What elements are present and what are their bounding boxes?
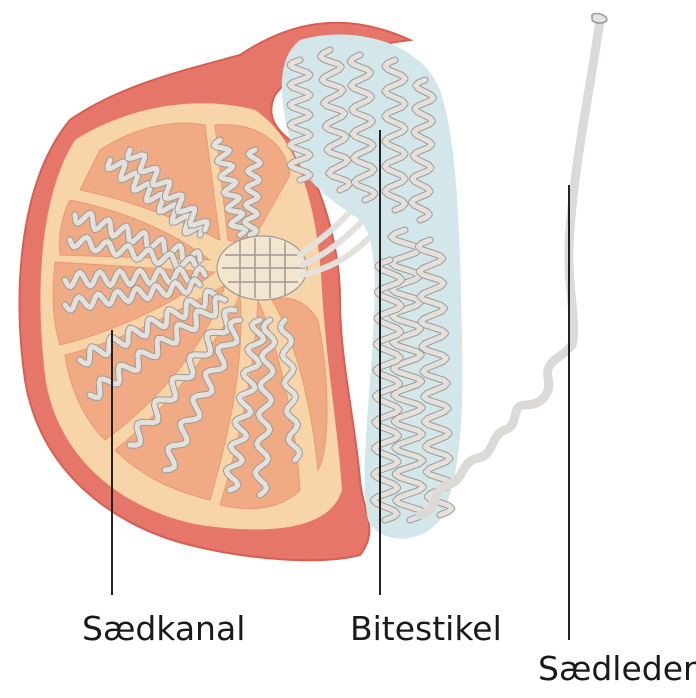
tubule-coil-10 <box>87 295 228 400</box>
tubule-coil-8 <box>62 277 203 313</box>
label-epididymis: Bitestikel <box>350 609 502 648</box>
tubule-coil-2 <box>125 147 210 233</box>
vas-deferens-tip <box>591 12 608 24</box>
tubule-coil-3 <box>211 137 249 238</box>
tubule-coil-5 <box>72 210 203 265</box>
seminiferous-tubules <box>61 136 303 499</box>
epididymis-coil-5 <box>409 77 436 223</box>
epididymis-coil-3 <box>347 52 378 203</box>
tubule-coil-9 <box>77 288 218 367</box>
tubule-coil-4 <box>242 147 263 238</box>
tubule-coil-7 <box>62 265 208 290</box>
label-seminiferous-tubule: Sædkanal <box>82 609 246 648</box>
rete-testis <box>216 235 308 301</box>
tubule-coil-13 <box>223 317 267 493</box>
tubule-coil-6 <box>67 234 198 271</box>
vas-deferens-coil <box>415 340 577 520</box>
tubule-coil-12 <box>162 317 243 473</box>
epididymis-coil-4 <box>382 57 408 213</box>
lobule-8 <box>271 297 328 472</box>
vas-deferens <box>564 15 605 350</box>
epididymis-coil-8 <box>370 257 405 523</box>
epididymis-coil-7 <box>415 237 455 518</box>
epididymis-coil-2 <box>317 47 353 193</box>
epididymis-coil-1 <box>287 57 313 183</box>
tubule-coil-14 <box>252 317 278 498</box>
tubule-coil-15 <box>278 317 302 463</box>
epididymis-coils <box>286 46 456 524</box>
epididymis-coil-6 <box>388 227 427 523</box>
label-vas-deferens: Sædleder <box>538 649 696 688</box>
tubule-coil-11 <box>127 307 238 448</box>
